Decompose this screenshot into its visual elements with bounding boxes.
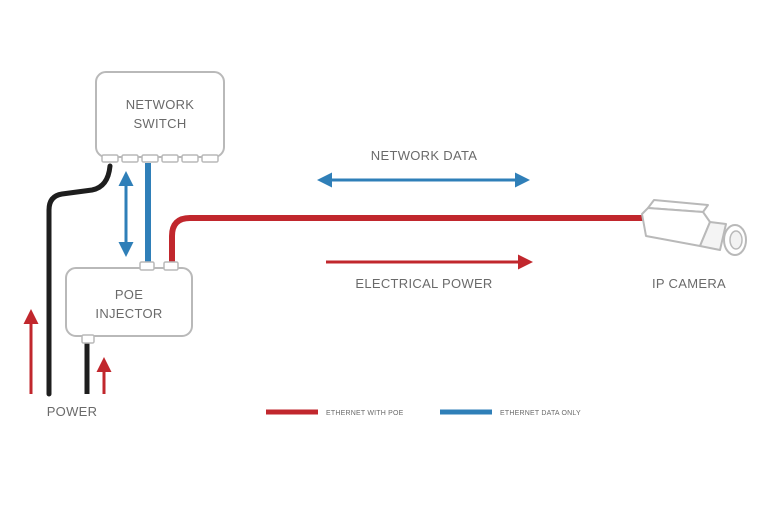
electrical-power-label: ELECTRICAL POWER	[355, 276, 492, 291]
switch-label-line1: NETWORK	[126, 97, 195, 112]
ip-camera-label: IP CAMERA	[652, 276, 726, 291]
network-data-label: NETWORK DATA	[371, 148, 477, 163]
legend: ETHERNET WITH POE ETHERNET DATA ONLY	[266, 409, 581, 417]
power-label: POWER	[47, 404, 98, 419]
ip-camera-icon	[641, 199, 747, 256]
switch-label-line2: SWITCH	[133, 116, 186, 131]
legend-data-label: ETHERNET DATA ONLY	[500, 410, 581, 417]
injector-label-line2: INJECTOR	[95, 306, 162, 321]
poe-injector: POE INJECTOR	[65, 261, 193, 344]
switch-power-cable	[46, 163, 113, 397]
ethernet-poe-cable	[169, 215, 646, 266]
network-switch: NETWORK SWITCH	[95, 71, 225, 163]
injector-label-line1: POE	[115, 287, 143, 302]
legend-poe-label: ETHERNET WITH POE	[326, 410, 404, 417]
